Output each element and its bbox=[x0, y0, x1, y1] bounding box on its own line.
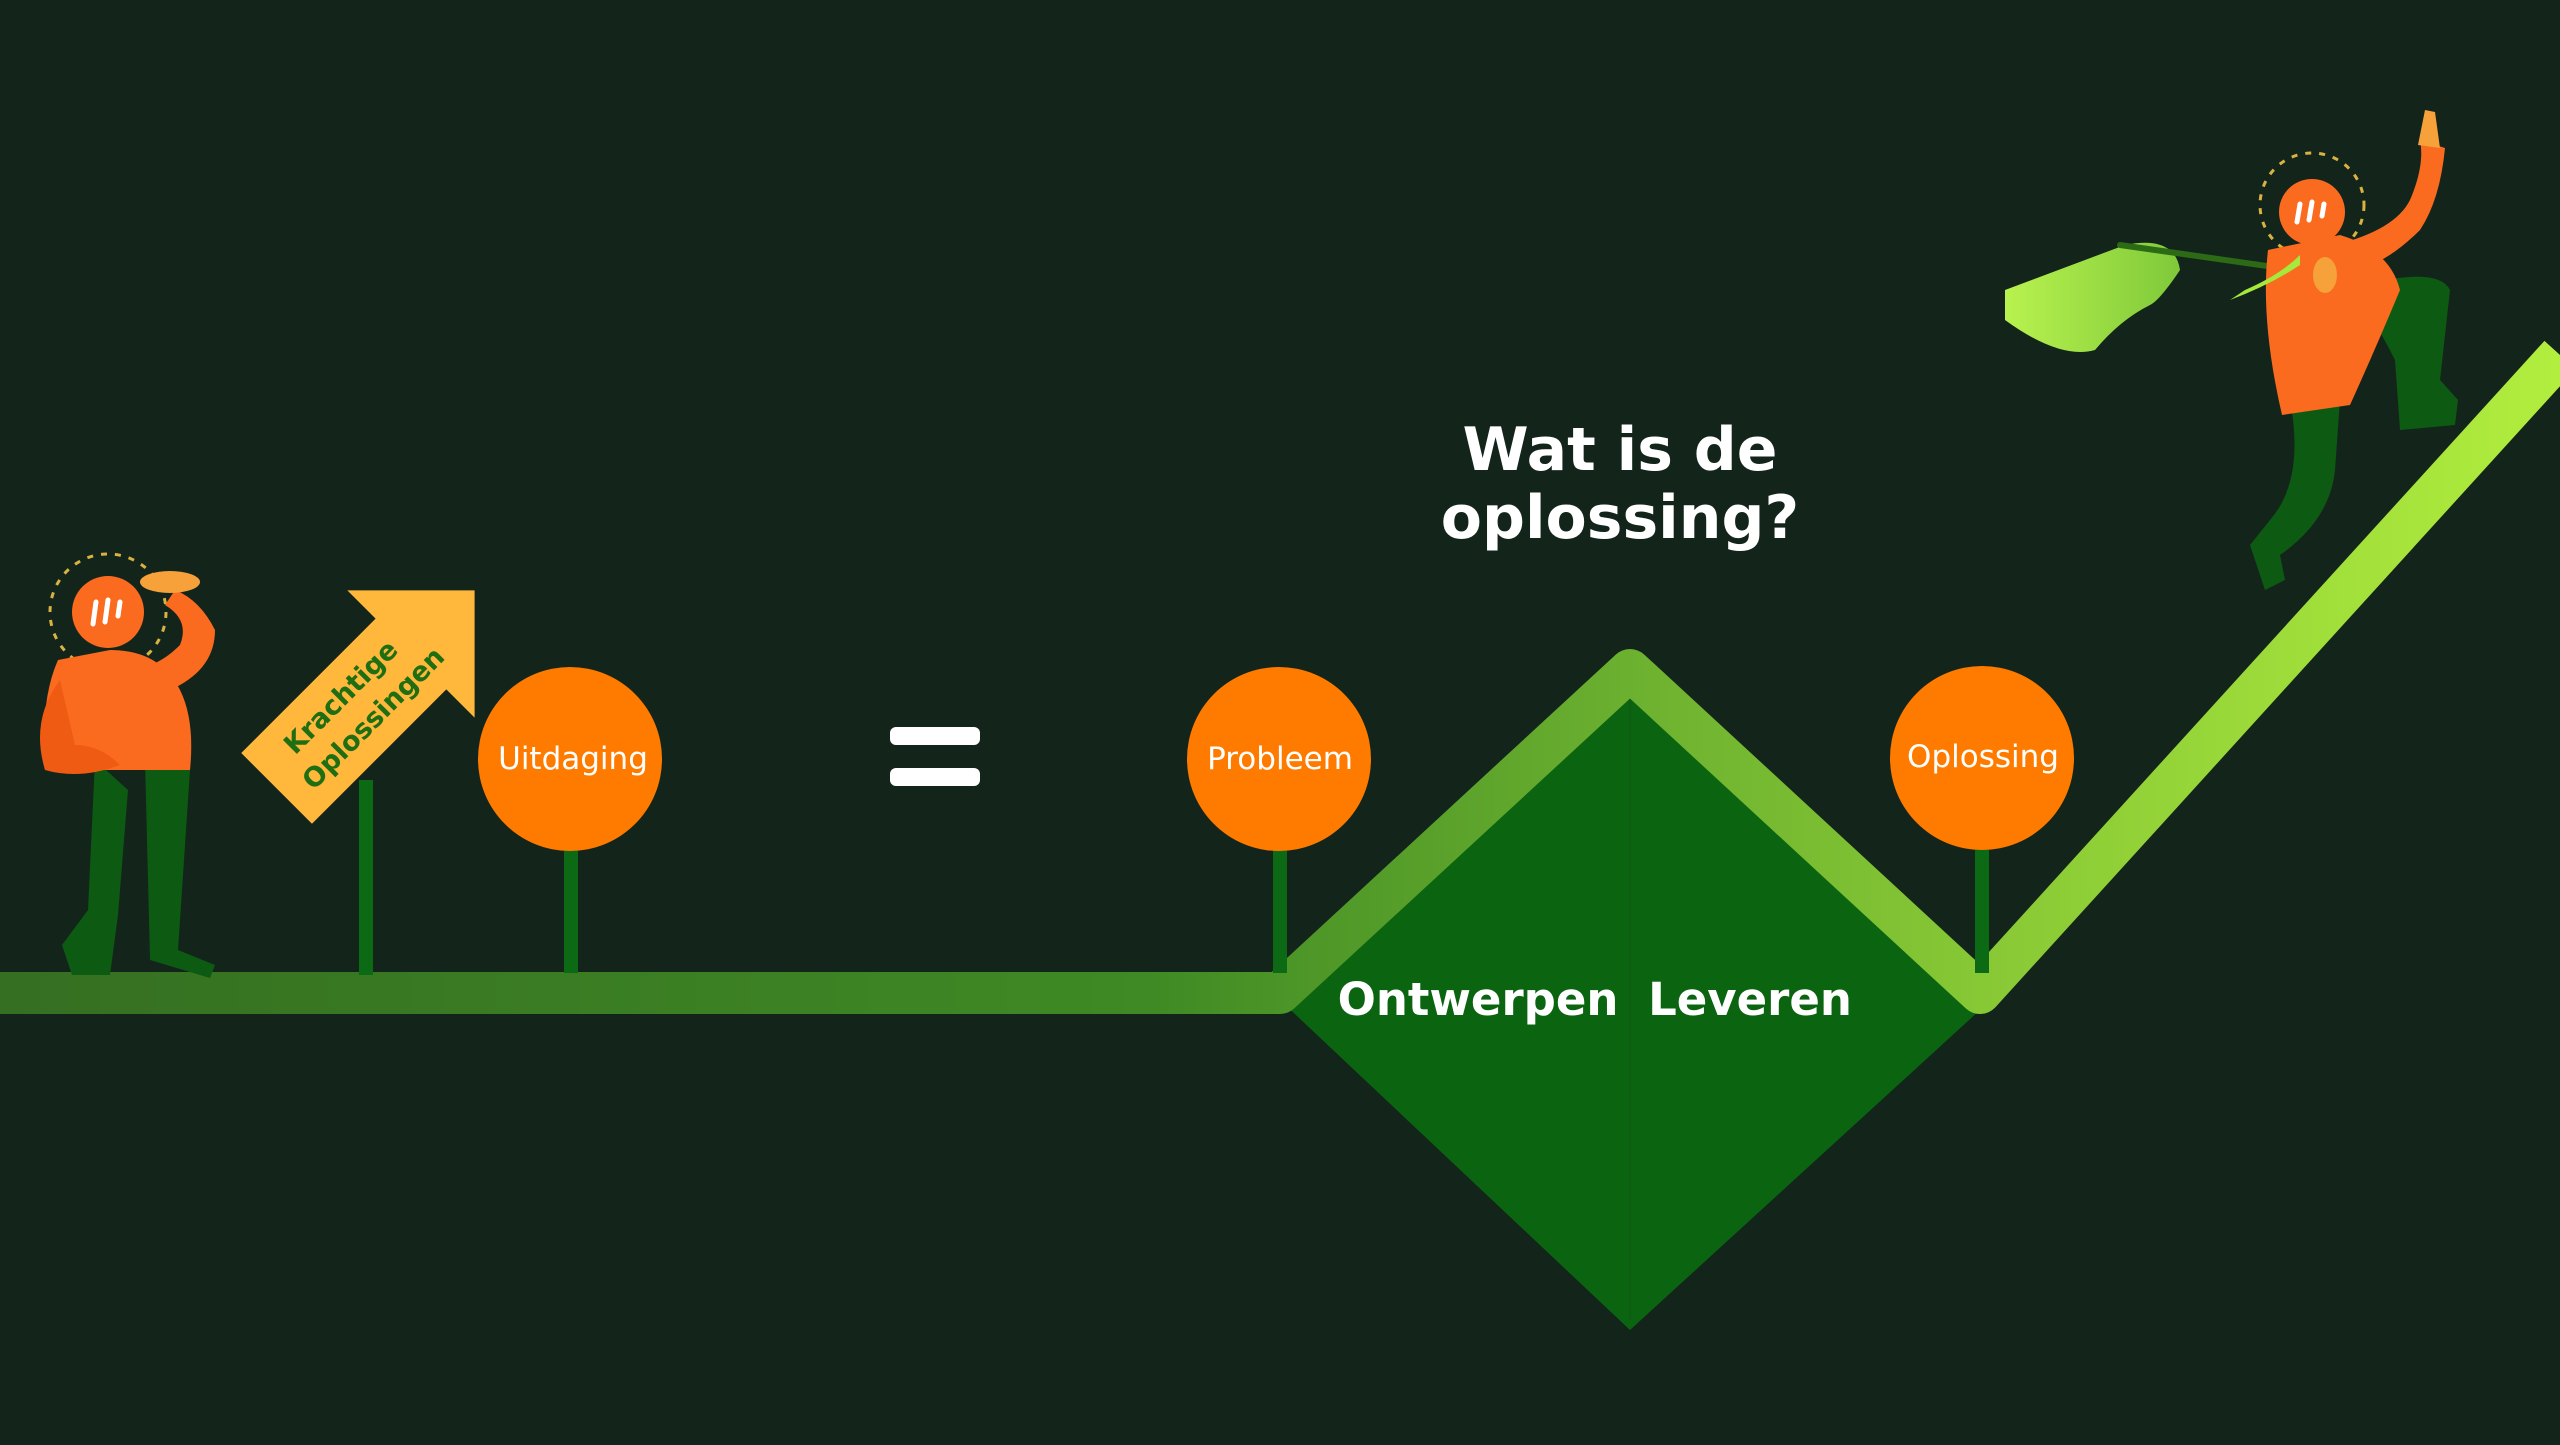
node-circle bbox=[1890, 666, 2074, 850]
phase-label-leveren: Leveren bbox=[1648, 973, 1852, 1026]
node-label-oplossing: Oplossing bbox=[1907, 739, 2059, 775]
phase-label-ontwerpen: Ontwerpen bbox=[1338, 973, 1619, 1026]
celebrating-person-with-flag-icon bbox=[2005, 110, 2458, 590]
node-circle bbox=[478, 667, 662, 851]
node-uitdaging: Uitdaging bbox=[478, 667, 662, 973]
thinking-person-icon bbox=[40, 552, 215, 978]
diagram-title-line1: Wat is de bbox=[1463, 415, 1778, 485]
node-stick bbox=[1975, 840, 1989, 973]
node-circle bbox=[1187, 667, 1371, 851]
node-label-probleem: Probleem bbox=[1207, 741, 1353, 777]
node-probleem: Probleem bbox=[1187, 667, 1371, 973]
node-stick bbox=[1273, 840, 1287, 973]
node-stick bbox=[564, 840, 578, 973]
diagram-title-line2: oplossing? bbox=[1441, 483, 1799, 553]
node-oplossing: Oplossing bbox=[1890, 666, 2074, 973]
journey-path bbox=[0, 340, 2560, 1014]
node-label-uitdaging: Uitdaging bbox=[498, 741, 648, 777]
equals-symbol bbox=[890, 727, 980, 786]
